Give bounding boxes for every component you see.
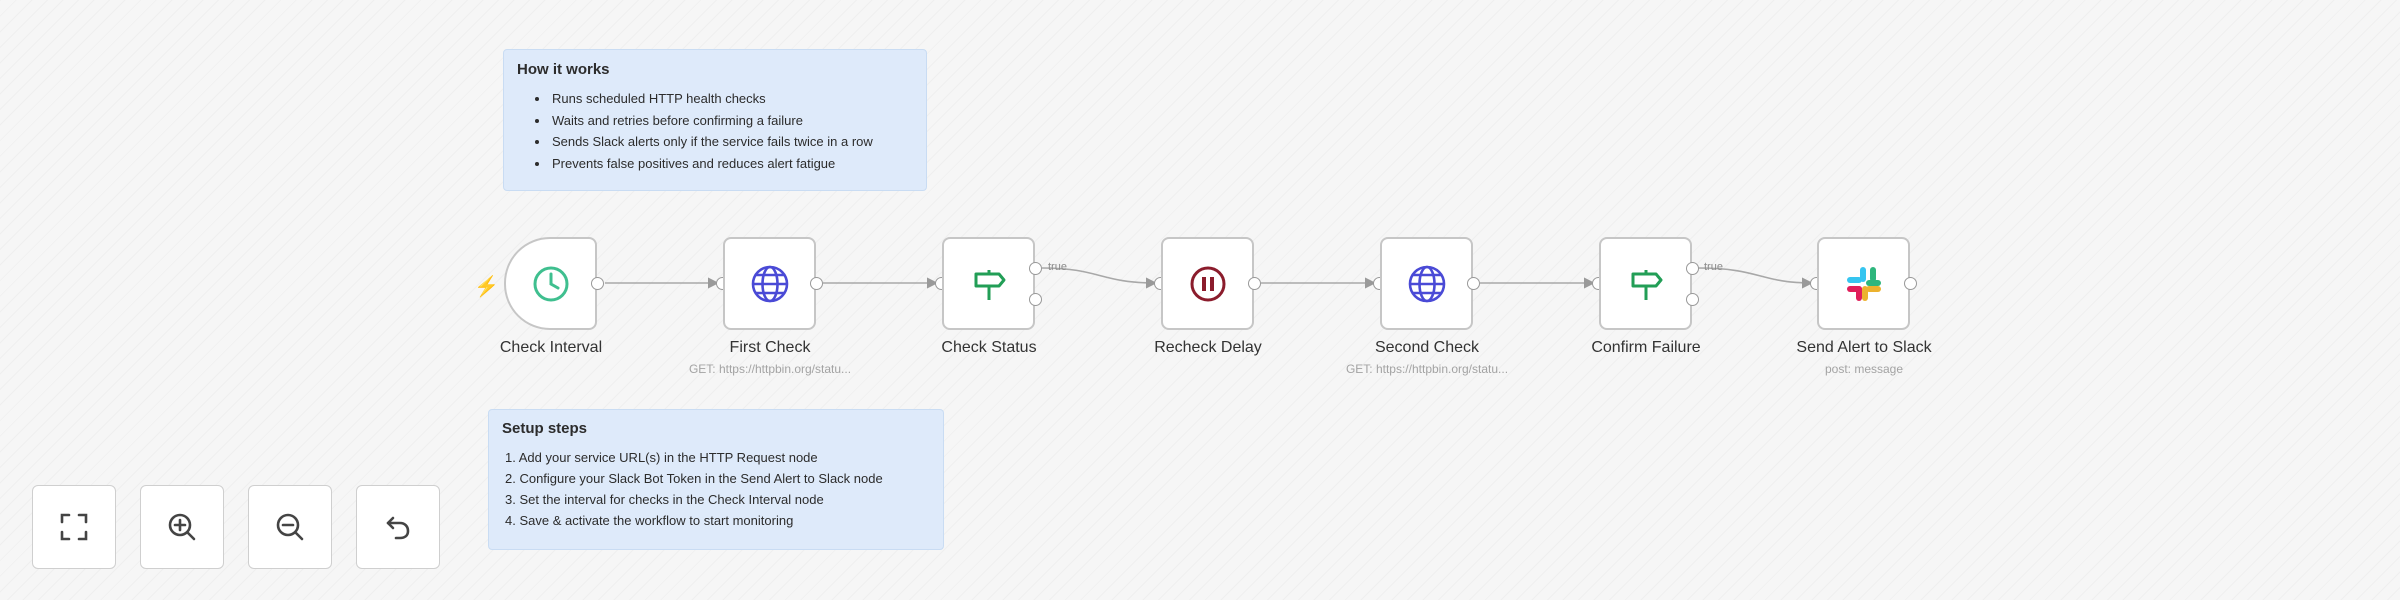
node-subtitle: post: message	[1824, 362, 1904, 376]
output-handle[interactable]	[1904, 277, 1917, 290]
node-title: Check Interval	[499, 339, 603, 356]
node-check-status[interactable]	[942, 237, 1035, 330]
output-handle-true[interactable]	[1686, 262, 1699, 275]
node-send-alert-to-slack[interactable]	[1817, 237, 1910, 330]
list-item: 3. Set the interval for checks in the Ch…	[505, 492, 824, 507]
globe-icon	[1408, 265, 1445, 302]
trigger-bolt-icon: ⚡	[474, 276, 499, 298]
fit-view-icon	[60, 513, 88, 541]
sticky-list: 1. Add your service URL(s) in the HTTP R…	[502, 447, 930, 531]
zoom-in-button[interactable]	[140, 485, 224, 569]
list-item: 2. Configure your Slack Bot Token in the…	[505, 471, 883, 486]
sticky-note-setup-steps[interactable]: Setup steps 1. Add your service URL(s) i…	[488, 409, 944, 550]
output-handle-true[interactable]	[1029, 262, 1042, 275]
list-item: 1. Add your service URL(s) in the HTTP R…	[505, 450, 818, 465]
reset-zoom-button[interactable]	[356, 485, 440, 569]
node-second-check[interactable]	[1380, 237, 1473, 330]
output-handle[interactable]	[1467, 277, 1480, 290]
node-title: Recheck Delay	[1154, 339, 1262, 356]
zoom-in-icon	[168, 513, 196, 541]
undo-icon	[386, 516, 410, 540]
node-confirm-failure[interactable]	[1599, 237, 1692, 330]
slack-icon	[1846, 266, 1881, 301]
signpost-icon	[1631, 269, 1662, 300]
node-title: Check Status	[941, 339, 1037, 356]
edge-confirm-failure-to-send-alert[interactable]	[1697, 267, 1814, 289]
edge-check-status-to-recheck-delay[interactable]	[1041, 267, 1158, 289]
output-handle[interactable]	[1248, 277, 1261, 290]
list-item: Prevents false positives and reduces ale…	[550, 153, 913, 175]
zoom-out-button[interactable]	[248, 485, 332, 569]
node-title: Send Alert to Slack	[1796, 339, 1932, 356]
output-handle[interactable]	[810, 277, 823, 290]
globe-icon	[751, 265, 788, 302]
list-item: Runs scheduled HTTP health checks	[550, 88, 913, 110]
list-item: Waits and retries before confirming a fa…	[550, 110, 913, 132]
node-check-interval[interactable]	[504, 237, 597, 330]
output-handle-false[interactable]	[1029, 293, 1042, 306]
node-title: First Check	[729, 339, 811, 356]
zoom-out-icon	[276, 513, 304, 541]
signpost-icon	[974, 269, 1005, 300]
output-handle-false[interactable]	[1686, 293, 1699, 306]
sticky-title: Setup steps	[502, 420, 588, 437]
sticky-note-how-it-works[interactable]: How it works Runs scheduled HTTP health …	[503, 49, 927, 191]
sticky-list: Runs scheduled HTTP health checks Waits …	[517, 88, 913, 174]
node-title: Confirm Failure	[1591, 339, 1701, 356]
node-first-check[interactable]	[723, 237, 816, 330]
node-recheck-delay[interactable]	[1161, 237, 1254, 330]
list-item: Sends Slack alerts only if the service f…	[550, 131, 913, 153]
edge-label-true: true	[1048, 261, 1067, 273]
clock-icon	[533, 266, 568, 301]
list-item: 4. Save & activate the workflow to start…	[505, 513, 794, 528]
node-title: Second Check	[1374, 339, 1480, 356]
output-handle[interactable]	[591, 277, 604, 290]
fit-view-button[interactable]	[32, 485, 116, 569]
node-subtitle: GET: https://httpbin.org/statu...	[688, 362, 852, 376]
sticky-title: How it works	[517, 61, 610, 78]
node-subtitle: GET: https://httpbin.org/statu...	[1345, 362, 1509, 376]
pause-icon	[1190, 266, 1225, 301]
edge-label-true: true	[1704, 261, 1723, 273]
